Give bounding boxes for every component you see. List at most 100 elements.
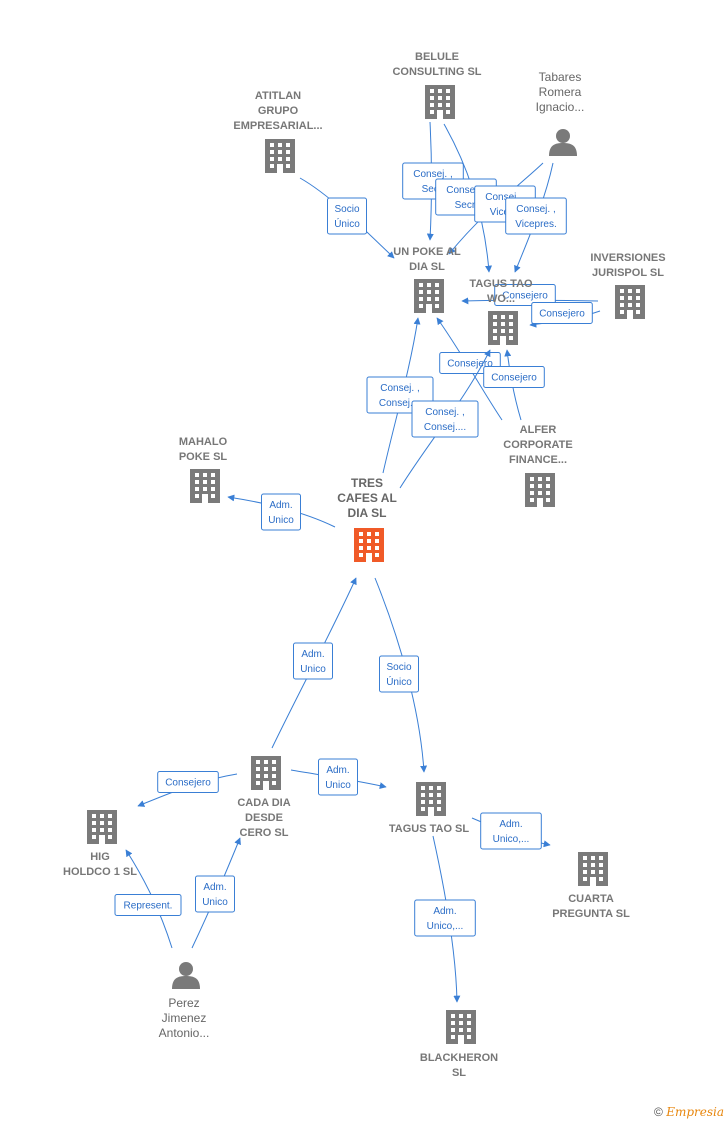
- edge-label-text: Adm.: [203, 882, 226, 893]
- copyright-symbol: ©: [654, 1105, 663, 1119]
- edge-label-box[interactable]: [261, 493, 301, 531]
- node-label: GRUPO: [258, 105, 299, 117]
- node-label: PREGUNTA SL: [552, 908, 630, 920]
- edge-label-text: Unico,...: [427, 921, 464, 932]
- edge-label-text: Adm.: [499, 819, 522, 830]
- building-icon[interactable]: [525, 473, 555, 507]
- node-hig[interactable]: HIG HOLDCO 1 SL: [63, 810, 137, 878]
- building-icon[interactable]: [190, 469, 220, 503]
- edge-label-text: Consej....: [379, 398, 421, 409]
- person-icon[interactable]: [549, 129, 577, 156]
- node-label: SL: [452, 1067, 466, 1079]
- edge-label-text: Consejero: [447, 359, 493, 370]
- edge-label-text: Único: [386, 675, 412, 688]
- building-icon[interactable]: [425, 85, 455, 119]
- edge-label-text: Único: [334, 217, 360, 230]
- node-tabares[interactable]: TabaresRomeraIgnacio...: [536, 70, 585, 156]
- edge-label-box[interactable]: [494, 284, 556, 306]
- edge-label-text: Consej. ,: [446, 185, 485, 196]
- edge-label-box[interactable]: [318, 758, 358, 796]
- edge-label-box[interactable]: [483, 366, 545, 388]
- node-unpoke[interactable]: UN POKE AL DIA SL: [393, 246, 461, 313]
- building-icon[interactable]: [446, 1010, 476, 1044]
- edge-label-box[interactable]: [293, 642, 333, 680]
- edge-label-text: Unico: [268, 515, 294, 526]
- edge-label-box[interactable]: [411, 400, 479, 438]
- edge-label-text: Consej. ,: [516, 204, 555, 215]
- edge-label-box[interactable]: [114, 894, 182, 916]
- edge-label-box[interactable]: [480, 812, 542, 850]
- node-tagustao_wo[interactable]: TAGUS TAOWO...: [469, 278, 533, 345]
- edge-label-text: Consej. ,: [380, 383, 419, 394]
- node-label: DESDE: [245, 812, 283, 824]
- node-label: CORPORATE: [503, 439, 572, 451]
- node-label: UN POKE AL: [393, 246, 461, 258]
- edge-label-text: Consej. ,: [413, 169, 452, 180]
- node-label: ATITLAN: [255, 90, 301, 102]
- node-tagustao[interactable]: TAGUS TAO SL: [389, 782, 470, 835]
- edge-cada-hig: Consejero: [137, 771, 238, 807]
- edge-tabares-2: Consej. ,Vicepres.: [505, 162, 567, 273]
- edge-label-box[interactable]: [327, 197, 367, 235]
- edge-label-text: Socio: [334, 204, 359, 215]
- node-label: HOLDCO 1 SL: [63, 866, 137, 878]
- node-alfer[interactable]: ALFERCORPORATEFINANCE...: [503, 424, 573, 507]
- building-icon[interactable]: [488, 311, 518, 345]
- brand-logo: Empresia: [666, 1105, 724, 1119]
- node-label: CONSULTING SL: [392, 66, 481, 78]
- node-label: Antonio...: [159, 1026, 210, 1040]
- edge-label-box[interactable]: [195, 875, 235, 913]
- node-label: CAFES AL: [337, 491, 397, 505]
- node-label: TAGUS TAO SL: [389, 823, 470, 835]
- edge-label-text: Secr.: [455, 200, 478, 211]
- edge-tagustao-cuarta: Adm.Unico,...: [471, 812, 551, 850]
- node-label: Jimenez: [162, 1011, 207, 1025]
- edge-tres-unpoke-2: Consej. ,Consej....: [399, 349, 491, 489]
- edge-label-box[interactable]: [379, 655, 419, 693]
- person-icon[interactable]: [172, 962, 200, 989]
- edge-label-box[interactable]: [531, 302, 593, 324]
- edge-label-text: Adm.: [301, 649, 324, 660]
- node-label: HIG: [90, 851, 110, 863]
- node-label: FINANCE...: [509, 454, 567, 466]
- building-icon[interactable]: [414, 279, 444, 313]
- node-label: DIA SL: [348, 506, 387, 520]
- building-icon[interactable]: [354, 528, 384, 562]
- building-icon[interactable]: [87, 810, 117, 844]
- node-label: DIA SL: [409, 261, 445, 273]
- node-label: WO...: [487, 293, 515, 305]
- building-icon[interactable]: [615, 285, 645, 319]
- node-label: Tabares: [539, 70, 582, 84]
- edge-label-box[interactable]: [157, 771, 219, 793]
- node-label: Perez: [168, 996, 199, 1010]
- edge-label-text: Consejero: [502, 291, 548, 302]
- node-label: CERO SL: [240, 827, 289, 839]
- edge-label-box[interactable]: [505, 197, 567, 235]
- building-icon[interactable]: [416, 782, 446, 816]
- building-icon[interactable]: [251, 756, 281, 790]
- node-perez[interactable]: PerezJimenezAntonio...: [159, 962, 210, 1040]
- edge-inversiones-2: Consejero: [529, 302, 601, 328]
- edge-label-text: Consejero: [491, 373, 537, 384]
- edge-tres-mahalo: Adm.Unico: [227, 493, 336, 531]
- edge-perez-cada: Adm.Unico: [191, 837, 241, 949]
- edge-alfer-2: Consejero: [483, 349, 545, 421]
- node-atitlan[interactable]: ATITLANGRUPOEMPRESARIAL...: [233, 90, 323, 173]
- edge-label-text: Socio: [386, 662, 411, 673]
- node-label: MAHALO: [179, 436, 228, 448]
- edge-label-text: Vicepr.: [490, 207, 520, 218]
- building-icon[interactable]: [265, 139, 295, 173]
- edge-label-box[interactable]: [414, 899, 476, 937]
- building-icon[interactable]: [578, 852, 608, 886]
